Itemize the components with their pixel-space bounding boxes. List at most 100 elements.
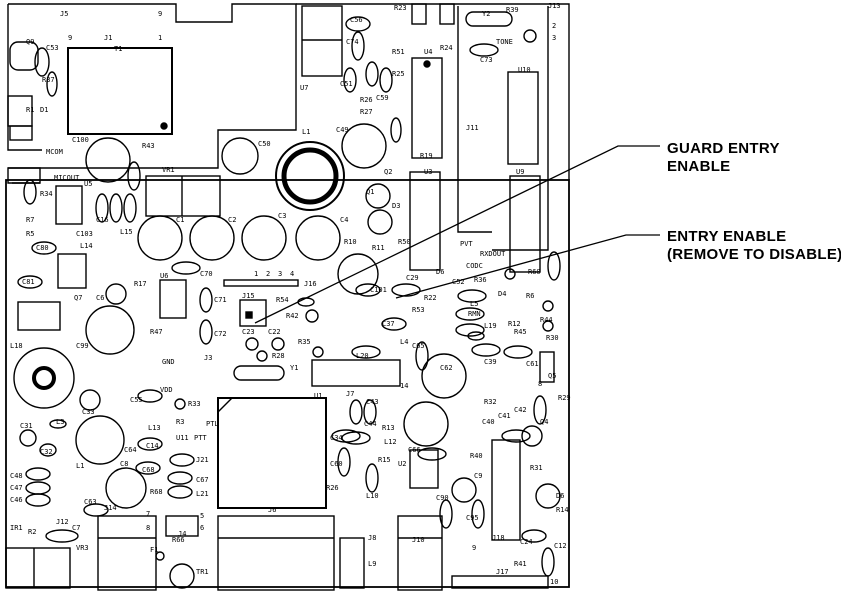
label-ptl: PTL [206,420,219,428]
label-c9: C9 [474,472,482,480]
label-t1: T1 [114,45,122,53]
c41 [501,429,531,443]
label-l1: L1 [302,128,310,136]
r44 [542,320,554,332]
annotation-guard-entry: GUARD ENTRY ENABLE [667,140,780,176]
label-c100: C100 [72,136,89,144]
label-c39: C39 [484,358,497,366]
c95 [471,499,485,529]
pin-6-j4: 6 [200,524,204,532]
label-pvt: PVT [460,240,473,248]
label-l19: L19 [484,322,497,330]
label-d3: D3 [392,202,400,210]
label-c65: C65 [412,342,425,350]
label-c62: C62 [440,364,453,372]
label-r26b: R26 [326,484,339,492]
tr1 [169,563,195,589]
label-u2: U2 [398,460,406,468]
label-c42: C42 [514,406,527,414]
label-c101: C101 [370,286,387,294]
board-outline-top [296,3,570,180]
label-l3: L3 [56,418,64,426]
u1 [217,397,327,509]
r35 [312,346,324,358]
label-j18: J18 [492,534,505,542]
label-c99: C99 [76,342,89,350]
annotation-entry-enable-line1: ENTRY ENABLE [667,228,787,245]
c50 [221,137,259,175]
label-j8: J8 [368,534,376,542]
j10 [397,515,443,591]
label-vr1: VR1 [162,166,175,174]
label-c63: C63 [84,498,97,506]
j15-pin [245,311,253,319]
label-r60: R60 [528,268,541,276]
label-r40: R40 [470,452,483,460]
label-r35: R35 [298,338,311,346]
label-j3: J3 [204,354,212,362]
board-outline-rect [5,179,570,588]
label-l18: L18 [10,342,23,350]
label-u9: U9 [516,168,524,176]
annotation-guard-entry-line2: ENABLE [667,158,731,175]
label-c61: C61 [526,360,539,368]
label-u6: U6 [160,272,168,280]
label-r43: R43 [142,142,155,150]
label-r10: R10 [344,238,357,246]
r45 [503,345,533,359]
label-u10: U10 [518,66,531,74]
label-r37: R37 [42,76,55,84]
c16 [95,193,109,223]
r23 [411,3,427,25]
label-r47: R47 [150,328,163,336]
label-c52: C52 [452,278,465,286]
c38 [79,389,101,411]
c7 [45,529,79,543]
j13-outline [492,6,549,251]
c49 [341,123,387,169]
c80 [31,241,57,255]
r39-circle [523,29,537,43]
q4 [521,425,543,447]
label-c40: C40 [482,418,495,426]
label-r11: R11 [372,244,385,252]
c69 [547,251,561,281]
label-c31: C31 [20,422,33,430]
label-c68: C68 [142,466,155,474]
label-l14: L14 [80,242,93,250]
c22 [271,337,285,351]
vr1-body [145,175,221,217]
r54 [297,297,315,307]
j8 [339,537,365,589]
label-c72: C72 [214,330,227,338]
l20 [351,345,381,359]
c46 [25,493,51,507]
label-r50: R50 [398,238,411,246]
label-u5: U5 [84,180,92,188]
j5-conn [9,125,33,141]
c71 [199,287,213,313]
label-q1: Q1 [366,188,374,196]
c68 [135,461,161,475]
c15 [123,193,137,223]
label-c81: C81 [22,278,35,286]
label-c66: C66 [408,446,421,454]
label-c23: C23 [242,328,255,336]
label-r19: R19 [420,152,433,160]
label-micout: MICOUT [54,174,80,182]
label-r34: R34 [40,190,53,198]
label-u4: U4 [424,48,432,56]
f1 [155,551,165,561]
label-r3: R3 [176,418,184,426]
j14 [97,515,157,591]
y2 [465,11,513,27]
c14 [137,437,163,451]
pin-3-j13: 3 [552,34,556,42]
c6 [105,283,127,305]
label-j12: J12 [56,518,69,526]
c4 [295,215,341,261]
label-c73: C73 [480,56,493,64]
label-c49: C49 [336,126,349,134]
c1 [137,215,183,261]
label-c71: C71 [214,296,227,304]
